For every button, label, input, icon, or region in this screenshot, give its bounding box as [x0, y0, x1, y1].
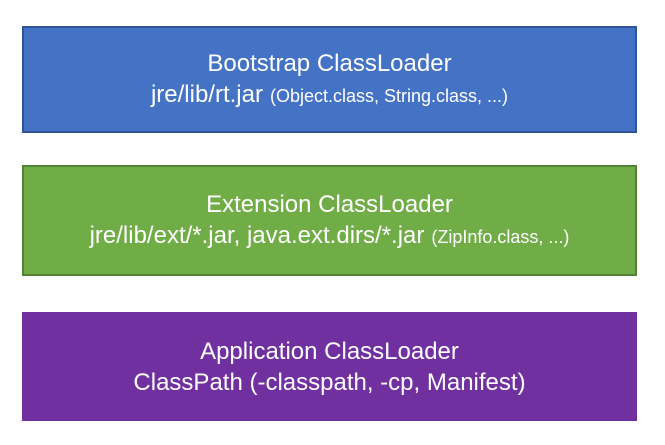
application-classloader-detail: ClassPath (-classpath, -cp, Manifest): [133, 367, 525, 398]
application-classloader-title: Application ClassLoader: [200, 337, 459, 365]
application-classpath-text: ClassPath (-classpath, -cp, Manifest): [133, 368, 526, 396]
bootstrap-classloader-detail: jre/lib/rt.jar (Object.class, String.clas…: [151, 79, 508, 112]
bootstrap-jar-path: jre/lib/rt.jar: [150, 80, 263, 108]
extension-jar-paths: jre/lib/ext/*.jar, java.ext.dirs/*.jar: [89, 221, 425, 249]
extension-example-classes: (ZipInfo.class, ...): [431, 226, 570, 247]
bootstrap-classloader-box: Bootstrap ClassLoader jre/lib/rt.jar (Obj…: [22, 26, 637, 133]
extension-classloader-title: Extension ClassLoader: [206, 190, 453, 218]
application-classloader-box: Application ClassLoader ClassPath (-clas…: [22, 312, 637, 421]
bootstrap-example-classes: (Object.class, String.class, ...): [269, 85, 509, 106]
extension-classloader-box: Extension ClassLoader jre/lib/ext/*.jar,…: [22, 165, 637, 276]
extension-classloader-detail: jre/lib/ext/*.jar, java.ext.dirs/*.jar (Z…: [90, 220, 570, 253]
bootstrap-classloader-title: Bootstrap ClassLoader: [207, 49, 452, 77]
